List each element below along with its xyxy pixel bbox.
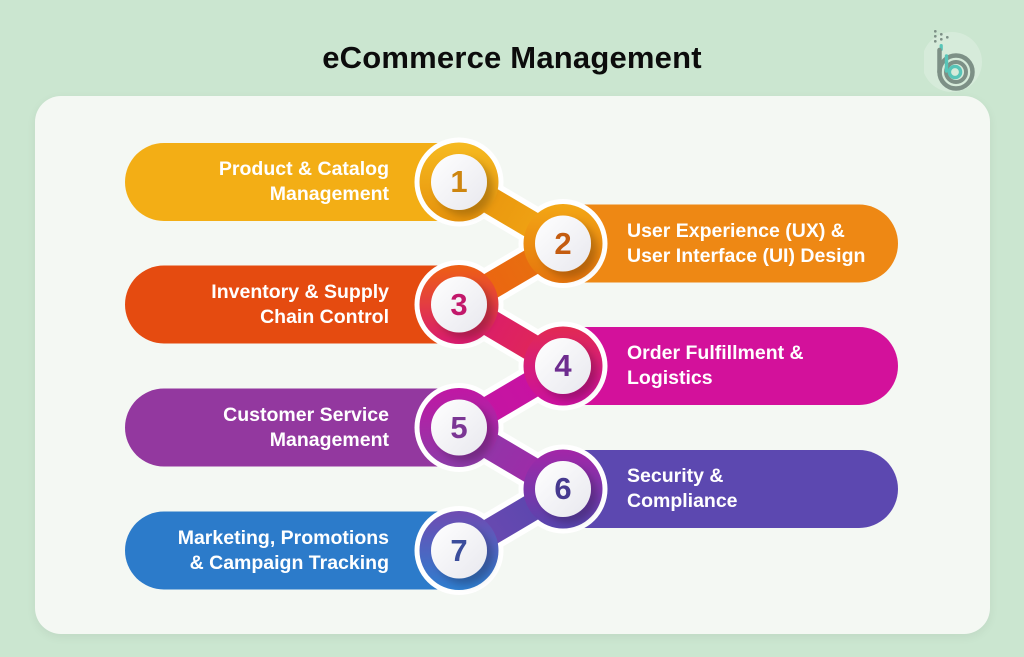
node-discs xyxy=(431,154,591,579)
item-label-line: Security & xyxy=(627,465,724,487)
item-label-line: Chain Control xyxy=(260,305,389,328)
item-5-label: Customer Service Management xyxy=(139,403,389,453)
item-7-label: Marketing, Promotions & Campaign Trackin… xyxy=(139,526,389,576)
node-disc-3 xyxy=(431,276,487,333)
node-disc-4 xyxy=(535,338,591,394)
pill-4 xyxy=(524,327,898,405)
item-3-label: Inventory & Supply Chain Control xyxy=(139,280,389,330)
step-number-7: 7 xyxy=(450,532,468,568)
pill-6 xyxy=(524,450,898,528)
brand-logo xyxy=(924,30,982,92)
step-number-5: 5 xyxy=(450,409,468,445)
node-disc-6 xyxy=(535,461,591,517)
pill-5 xyxy=(125,388,498,467)
item-label-line: Customer Service xyxy=(223,403,389,426)
item-label-line: Logistics xyxy=(627,367,713,389)
item-label-line: Compliance xyxy=(627,490,738,512)
item-2-label: User Experience (UX) & User Interface (U… xyxy=(627,219,887,269)
pill-2 xyxy=(524,204,898,283)
item-4-label: Order Fulfillment & Logistics xyxy=(627,341,887,391)
step-number-3: 3 xyxy=(450,286,468,322)
item-label-line: Management xyxy=(269,183,389,205)
item-1-label: Product & Catalog Management xyxy=(139,157,389,207)
node-disc-7 xyxy=(431,522,487,579)
item-label-line: Product & Catalog xyxy=(218,158,389,180)
step-number-1: 1 xyxy=(450,164,468,199)
step-number-4: 4 xyxy=(554,348,572,383)
page-title: eCommerce Management xyxy=(322,40,702,75)
logo-outer-ring xyxy=(937,53,975,91)
pill-3 xyxy=(125,265,498,344)
item-label-line: Order Fulfillment & xyxy=(627,342,804,364)
item-label-line: User Experience (UX) & xyxy=(627,219,845,242)
pill-1 xyxy=(125,143,498,221)
logo-inner-ring xyxy=(947,64,963,80)
item-label-line: Inventory & Supply xyxy=(211,280,389,303)
item-6-label: Security & Compliance xyxy=(627,464,887,514)
logo-dots xyxy=(934,30,949,51)
item-label-line: User Interface (UI) Design xyxy=(627,244,866,267)
pill-7 xyxy=(125,511,498,590)
node-disc-5 xyxy=(431,399,487,456)
node-disc-1 xyxy=(431,154,487,210)
step-number-6: 6 xyxy=(554,471,572,506)
node-disc-2 xyxy=(535,215,591,272)
item-label-line: & Campaign Tracking xyxy=(189,551,389,574)
step-number-2: 2 xyxy=(554,225,572,261)
item-label-line: Marketing, Promotions xyxy=(177,526,389,549)
item-label-line: Management xyxy=(269,428,389,451)
